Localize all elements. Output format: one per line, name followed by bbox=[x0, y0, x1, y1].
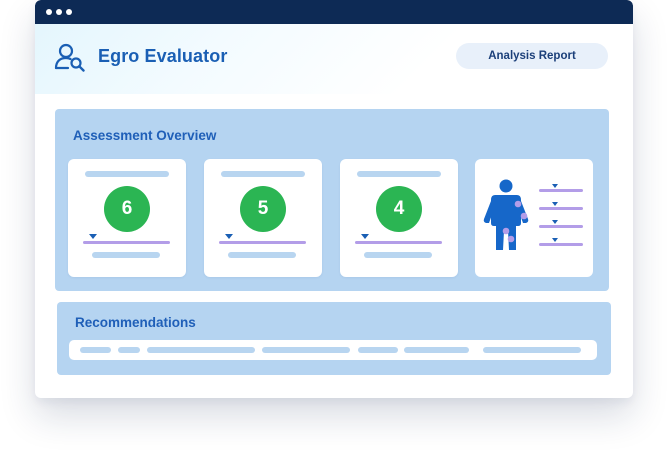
level-marker-icon bbox=[552, 184, 558, 188]
body-level-line bbox=[539, 225, 583, 228]
text-placeholder bbox=[358, 347, 398, 353]
level-line bbox=[83, 241, 170, 244]
recommendations-panel: Recommendations bbox=[57, 302, 611, 375]
score-badge: 4 bbox=[376, 186, 422, 232]
level-marker-icon bbox=[552, 238, 558, 242]
assessment-overview-panel: Assessment Overview 6 5 4 bbox=[55, 109, 609, 291]
body-map-card[interactable] bbox=[475, 159, 593, 277]
level-marker-icon bbox=[361, 234, 369, 239]
text-placeholder bbox=[80, 347, 111, 353]
level-line bbox=[219, 241, 306, 244]
text-placeholder bbox=[404, 347, 469, 353]
text-placeholder bbox=[118, 347, 140, 353]
window-dot-1[interactable] bbox=[46, 9, 52, 15]
level-line bbox=[355, 241, 442, 244]
score-badge: 5 bbox=[240, 186, 286, 232]
text-placeholder bbox=[147, 347, 255, 353]
app-title: Egro Evaluator bbox=[98, 46, 228, 66]
level-marker-icon bbox=[89, 234, 97, 239]
window-dot-2[interactable] bbox=[56, 9, 62, 15]
recommendations-title: Recommendations bbox=[75, 315, 196, 330]
level-marker-icon bbox=[552, 202, 558, 206]
score-badge: 6 bbox=[104, 186, 150, 232]
person-body-icon bbox=[483, 179, 529, 250]
app-header: Egro Evaluator Analysis Report bbox=[35, 24, 633, 94]
body-level-line bbox=[539, 243, 583, 246]
level-marker-icon bbox=[225, 234, 233, 239]
level-marker-icon bbox=[552, 220, 558, 224]
card-footer-placeholder bbox=[92, 252, 160, 258]
score-card-3[interactable]: 4 bbox=[340, 159, 458, 277]
analysis-report-button[interactable]: Analysis Report bbox=[456, 43, 608, 69]
card-header-placeholder bbox=[85, 171, 169, 177]
card-footer-placeholder bbox=[364, 252, 432, 258]
card-header-placeholder bbox=[221, 171, 305, 177]
window-dot-3[interactable] bbox=[66, 9, 72, 15]
window-titlebar bbox=[35, 0, 633, 24]
recommendations-list[interactable] bbox=[69, 340, 597, 360]
body-level-line bbox=[539, 189, 583, 192]
body-level-line bbox=[539, 207, 583, 210]
app-window: Egro Evaluator Analysis Report Assessmen… bbox=[35, 0, 633, 398]
text-placeholder bbox=[262, 347, 350, 353]
card-header-placeholder bbox=[357, 171, 441, 177]
score-card-2[interactable]: 5 bbox=[204, 159, 322, 277]
text-placeholder bbox=[483, 347, 581, 353]
user-search-icon bbox=[54, 43, 85, 72]
assessment-overview-title: Assessment Overview bbox=[73, 128, 217, 143]
score-card-1[interactable]: 6 bbox=[68, 159, 186, 277]
card-footer-placeholder bbox=[228, 252, 296, 258]
